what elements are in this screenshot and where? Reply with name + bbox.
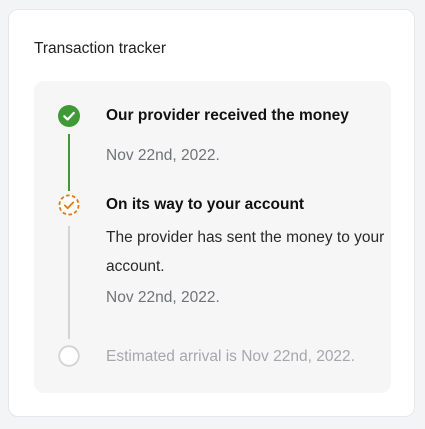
step-estimated-arrival: Estimated arrival is Nov 22nd, 2022. <box>106 348 355 365</box>
step-title-received: Our provider received the money <box>106 107 349 124</box>
empty-circle-icon <box>58 345 80 367</box>
timeline-panel: Our provider received the money Nov 22nd… <box>34 81 391 393</box>
check-circle-icon <box>58 105 80 127</box>
step-title-on-its-way: On its way to your account <box>106 196 305 213</box>
timeline-connector-pending <box>68 226 70 339</box>
dashed-check-circle-icon <box>58 194 80 216</box>
step-description-on-its-way: The provider has sent the money to your … <box>106 229 385 275</box>
timeline-connector-completed <box>68 134 70 191</box>
transaction-tracker-card: Transaction tracker Our provider receive… <box>8 9 415 417</box>
card-title: Transaction tracker <box>34 40 167 57</box>
step-date-on-its-way: Nov 22nd, 2022. <box>106 289 220 306</box>
step-date-received: Nov 22nd, 2022. <box>106 147 220 164</box>
